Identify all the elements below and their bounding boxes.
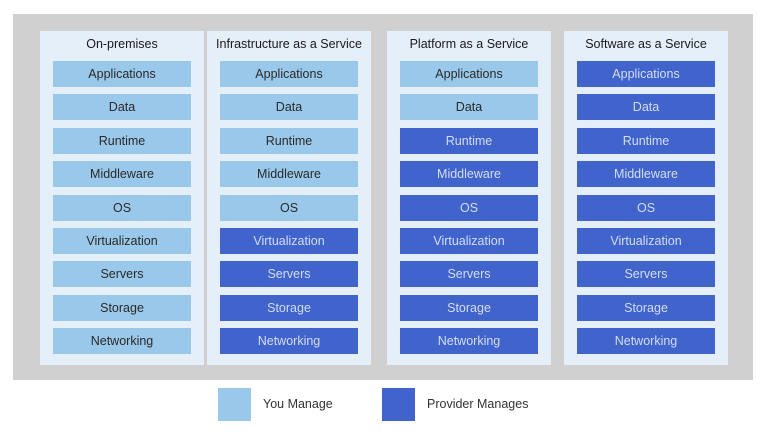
layer-applications: Applications bbox=[400, 61, 538, 87]
layer-runtime: Runtime bbox=[220, 128, 358, 154]
layer-storage: Storage bbox=[577, 295, 715, 321]
layer-storage: Storage bbox=[400, 295, 538, 321]
layer-applications: Applications bbox=[577, 61, 715, 87]
layer-os: OS bbox=[220, 195, 358, 221]
layer-runtime: Runtime bbox=[53, 128, 191, 154]
layer-applications: Applications bbox=[53, 61, 191, 87]
layer-data: Data bbox=[577, 94, 715, 120]
column-title: On-premises bbox=[86, 37, 158, 51]
layer-networking: Networking bbox=[577, 328, 715, 354]
layer-virtualization: Virtualization bbox=[400, 228, 538, 254]
layer-storage: Storage bbox=[53, 295, 191, 321]
layer-middleware: Middleware bbox=[53, 161, 191, 187]
layer-networking: Networking bbox=[220, 328, 358, 354]
column-title: Infrastructure as a Service bbox=[216, 37, 362, 51]
layer-applications: Applications bbox=[220, 61, 358, 87]
layer-middleware: Middleware bbox=[400, 161, 538, 187]
column-title: Software as a Service bbox=[585, 37, 707, 51]
layer-servers: Servers bbox=[220, 261, 358, 287]
layer-runtime: Runtime bbox=[577, 128, 715, 154]
provider-manages-swatch bbox=[382, 388, 415, 421]
layer-runtime: Runtime bbox=[400, 128, 538, 154]
layer-middleware: Middleware bbox=[220, 161, 358, 187]
layer-virtualization: Virtualization bbox=[220, 228, 358, 254]
layer-servers: Servers bbox=[400, 261, 538, 287]
column-title: Platform as a Service bbox=[409, 37, 529, 51]
layer-os: OS bbox=[53, 195, 191, 221]
you-manage-swatch bbox=[218, 388, 251, 421]
layer-data: Data bbox=[220, 94, 358, 120]
layer-virtualization: Virtualization bbox=[577, 228, 715, 254]
layer-networking: Networking bbox=[400, 328, 538, 354]
you-manage-label: You Manage bbox=[263, 397, 333, 411]
layer-servers: Servers bbox=[53, 261, 191, 287]
layer-data: Data bbox=[53, 94, 191, 120]
layer-networking: Networking bbox=[53, 328, 191, 354]
layer-os: OS bbox=[577, 195, 715, 221]
provider-manages-label: Provider Manages bbox=[427, 397, 529, 411]
layer-storage: Storage bbox=[220, 295, 358, 321]
layer-middleware: Middleware bbox=[577, 161, 715, 187]
layer-servers: Servers bbox=[577, 261, 715, 287]
layer-os: OS bbox=[400, 195, 538, 221]
layer-data: Data bbox=[400, 94, 538, 120]
layer-virtualization: Virtualization bbox=[53, 228, 191, 254]
